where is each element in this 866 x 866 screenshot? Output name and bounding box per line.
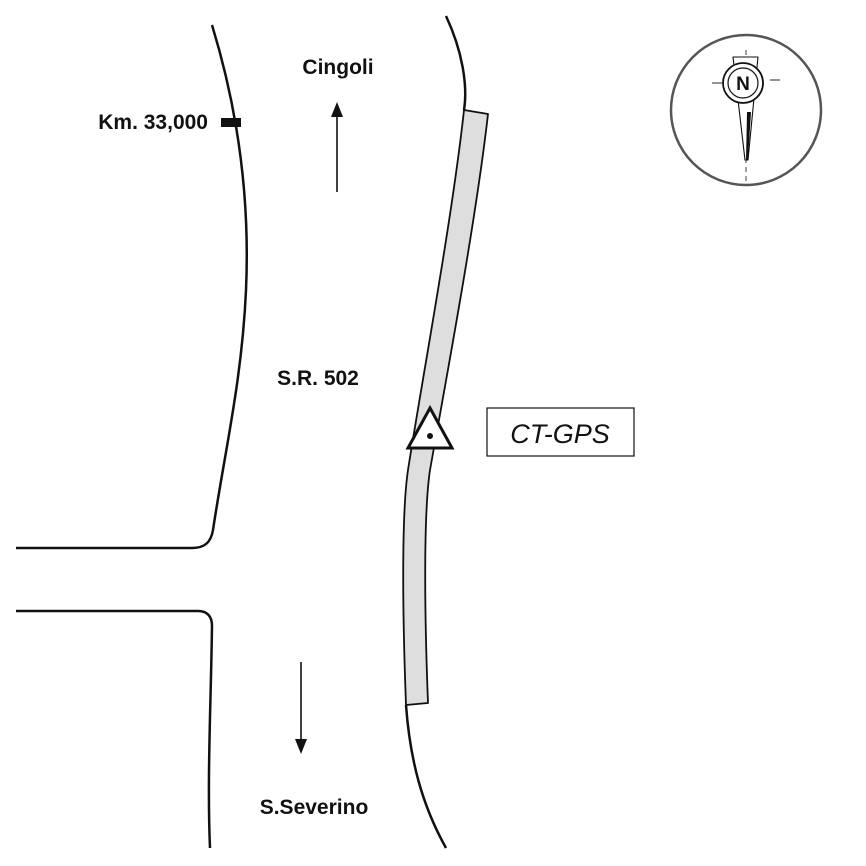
marker-tick-icon <box>221 118 241 127</box>
triangle-with-dot-icon <box>405 404 455 450</box>
station-label-box <box>486 407 635 457</box>
road-right-edge-upper <box>444 15 467 111</box>
north-destination-label: Cingoli <box>302 56 373 79</box>
kilometer-marker-label: Km. 33,000 <box>98 111 208 134</box>
station-label: CT-GPS <box>510 419 610 449</box>
north-arrow-compass-icon: N <box>669 33 823 187</box>
compass-letter: N <box>736 74 750 95</box>
arrow-up-icon <box>331 102 343 192</box>
south-destination-label: S.Severino <box>260 796 369 819</box>
road-name-label: S.R. 502 <box>277 367 359 390</box>
road-left-edge-upper <box>16 24 249 550</box>
roadside-strip <box>402 109 489 706</box>
road-left-edge-lower <box>16 609 214 849</box>
road-right-edge-lower <box>404 704 448 849</box>
arrow-down-icon <box>295 662 307 754</box>
